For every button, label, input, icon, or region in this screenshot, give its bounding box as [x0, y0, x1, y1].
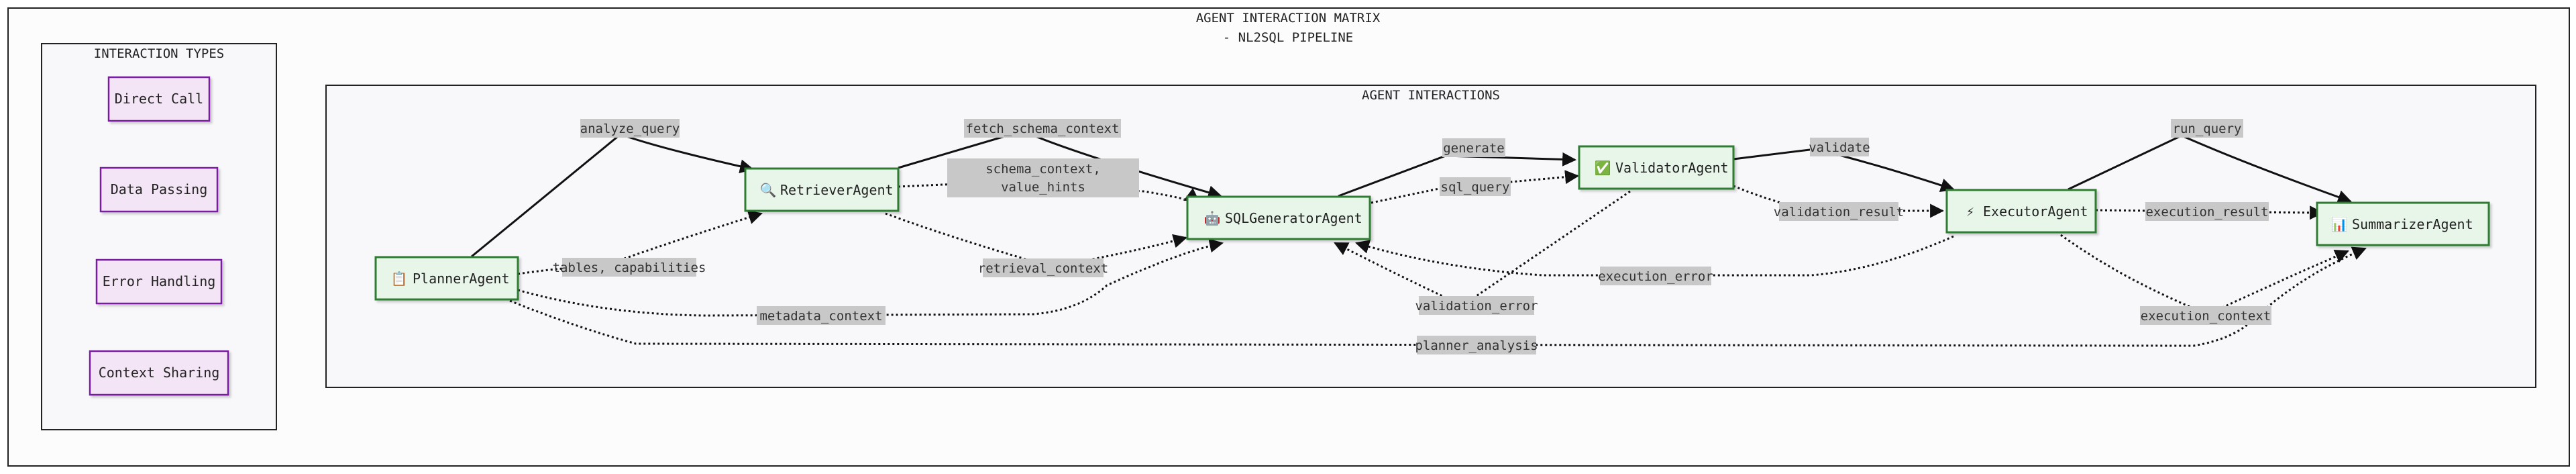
edge-label-text: schema_context, [985, 162, 1101, 177]
edge-label-run-query: run_query [2171, 119, 2243, 138]
checkmark-icon: ✅ [1595, 160, 1611, 176]
magnifier-icon: 🔍 [760, 181, 777, 198]
interactions-title: AGENT INTERACTIONS [1362, 88, 1500, 103]
agent-label: ValidatorAgent [1615, 160, 1729, 176]
edge-schema-context [898, 182, 1199, 201]
edge-label-text: run_query [2173, 122, 2242, 136]
edge-label-text: validation_error [1415, 299, 1538, 314]
agent-label: RetrieverAgent [780, 182, 894, 198]
edge-label-text: validation_result [1774, 205, 1904, 220]
legend-item-label: Context Sharing [99, 365, 220, 381]
agent-label: ExecutorAgent [1983, 203, 2088, 220]
edge-label-text: execution_result [2145, 205, 2268, 220]
legend-title: INTERACTION TYPES [94, 46, 224, 61]
edge-label-text: retrieval_context [978, 261, 1108, 276]
lightning-icon: ⚡ [1966, 203, 1974, 220]
edge-label-schema-context: schema_context, value_hints [947, 158, 1139, 197]
edge-label-text: generate [1443, 141, 1505, 156]
edge-label-execution-context: execution_context [2140, 306, 2271, 325]
agent-label: SummarizerAgent [2352, 216, 2473, 232]
edge-planner-analysis [509, 246, 2367, 347]
edge-label-metadata-context: metadata_context [757, 306, 885, 325]
clipboard-icon: 📋 [391, 271, 408, 287]
edge-validation-result [1733, 185, 1945, 218]
edge-run-query [2068, 134, 2352, 204]
agent-node-executor[interactable]: ⚡ ExecutorAgent [1945, 189, 2097, 234]
edge-label-text: analyze_query [580, 122, 680, 136]
legend-item-data-passing: Data Passing [99, 167, 219, 213]
edge-label-validation-result: validation_result [1774, 202, 1904, 221]
agent-node-summarizer[interactable]: 📊 SummarizerAgent [2316, 201, 2490, 246]
diagram-title-line1: AGENT INTERACTION MATRIX [1196, 11, 1381, 26]
agent-node-validator[interactable]: ✅ ValidatorAgent [1578, 145, 1735, 190]
edge-execution-error [1354, 235, 1954, 277]
edge-label-execution-error: execution_error [1598, 267, 1713, 285]
edge-label-execution-result: execution_result [2145, 202, 2269, 221]
edge-label-validation-error: validation_error [1415, 296, 1538, 315]
edge-label-text: value_hints [1001, 180, 1085, 195]
edge-label-planner-analysis: planner_analysis [1415, 336, 1538, 354]
agent-node-retriever[interactable]: 🔍 RetrieverAgent [744, 167, 900, 212]
edge-label-text: execution_context [2141, 309, 2271, 324]
legend-item-context-sharing: Context Sharing [89, 350, 229, 396]
agent-label: SQLGeneratorAgent [1225, 210, 1362, 226]
edge-label-text: fetch_schema_context [966, 122, 1120, 136]
edge-label-text: validate [1809, 140, 1870, 155]
edge-label-validate: validate [1809, 138, 1870, 156]
legend-item-error-handling: Error Handling [95, 258, 223, 305]
diagram-title-line2: - NL2SQL PIPELINE [1223, 30, 1353, 45]
edge-label-sql-query: sql_query [1440, 177, 1511, 196]
edge-label-analyze-query: analyze_query [580, 119, 680, 138]
edge-execution-context [2060, 234, 2349, 316]
bar-chart-icon: 📊 [2331, 216, 2348, 232]
legend-item-direct-call: Direct Call [107, 76, 211, 122]
edge-sql-query [1371, 170, 1580, 204]
legend-item-label: Data Passing [111, 181, 208, 197]
edge-label-text: tables, capabilities [553, 260, 706, 275]
legend-item-label: Direct Call [115, 91, 203, 107]
edge-label-text: planner_analysis [1415, 338, 1538, 353]
robot-icon: 🤖 [1204, 210, 1221, 226]
edge-label-fetch-schema-context: fetch_schema_context [964, 119, 1121, 138]
agent-node-sqlgenerator[interactable]: 🤖 SQLGeneratorAgent [1186, 195, 1371, 240]
agent-node-planner[interactable]: 📋 PlannerAgent [374, 256, 519, 301]
legend-item-label: Error Handling [103, 273, 216, 289]
edge-label-text: execution_error [1598, 269, 1713, 284]
agent-label: PlannerAgent [413, 271, 510, 287]
edge-label-retrieval-context: retrieval_context [978, 258, 1108, 277]
edge-label-generate: generate [1442, 138, 1505, 157]
edge-label-tables-capabilities: tables, capabilities [553, 258, 706, 277]
edge-label-text: sql_query [1441, 180, 1510, 195]
edge-labels: analyze_query tables, capabilities fetch… [553, 119, 2271, 354]
edge-label-text: metadata_context [759, 309, 882, 324]
